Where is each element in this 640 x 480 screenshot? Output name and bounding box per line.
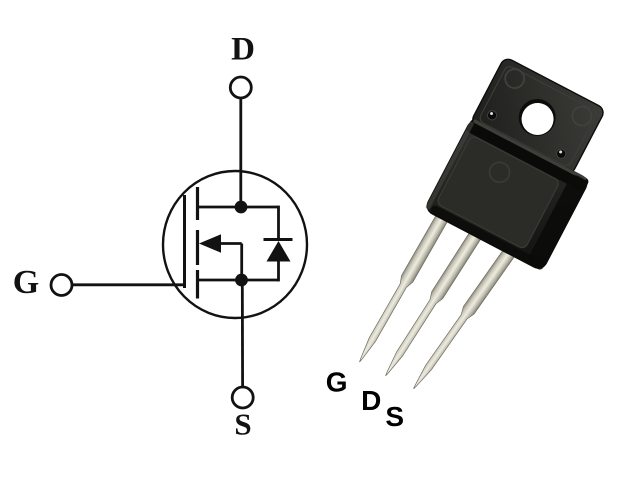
mosfet-schematic-symbol: D G S xyxy=(13,32,309,442)
package-bottom-face xyxy=(430,205,545,270)
package-step-band xyxy=(466,119,589,191)
package-source-pin-label: S xyxy=(385,401,404,432)
body-diode xyxy=(263,205,293,282)
symbol-enclosure-circle xyxy=(161,169,309,320)
package-gate-pin-label: G xyxy=(326,367,348,398)
schematic-drain-label: D xyxy=(231,32,255,68)
schematic-gate-label: G xyxy=(13,264,39,301)
n-channel-arrow-icon xyxy=(199,234,221,253)
gate-terminal-circle xyxy=(49,273,74,297)
body-mold-mark xyxy=(488,161,511,184)
package-tab-chamfer xyxy=(479,66,597,167)
drain-junction-dot xyxy=(234,200,248,214)
tab-mold-mark-right xyxy=(571,105,593,127)
package-drain-pin-label: D xyxy=(361,385,381,416)
drain-terminal-circle xyxy=(228,75,253,100)
diode-triangle-icon xyxy=(266,241,291,262)
tab-mold-mark-left xyxy=(504,68,526,89)
package-body xyxy=(425,58,604,270)
drain-pin xyxy=(385,221,488,377)
source-pin xyxy=(413,238,522,390)
package-front-face xyxy=(437,136,559,249)
package-right-side-face xyxy=(528,175,587,268)
package-left-bevel xyxy=(425,121,474,210)
source-terminal-circle xyxy=(230,385,255,410)
schematic-source-label: S xyxy=(234,407,251,442)
package-step-highlight xyxy=(473,119,587,181)
body-connection xyxy=(199,234,244,280)
source-junction-dot xyxy=(235,273,248,287)
dimple-right xyxy=(556,148,567,159)
mounting-hole xyxy=(521,102,554,135)
dimple-left xyxy=(487,110,498,121)
transistor-package-illustration: G D S xyxy=(326,58,604,432)
package-pins xyxy=(359,203,522,390)
gate-pin xyxy=(359,203,455,363)
gate-structure xyxy=(183,187,200,299)
